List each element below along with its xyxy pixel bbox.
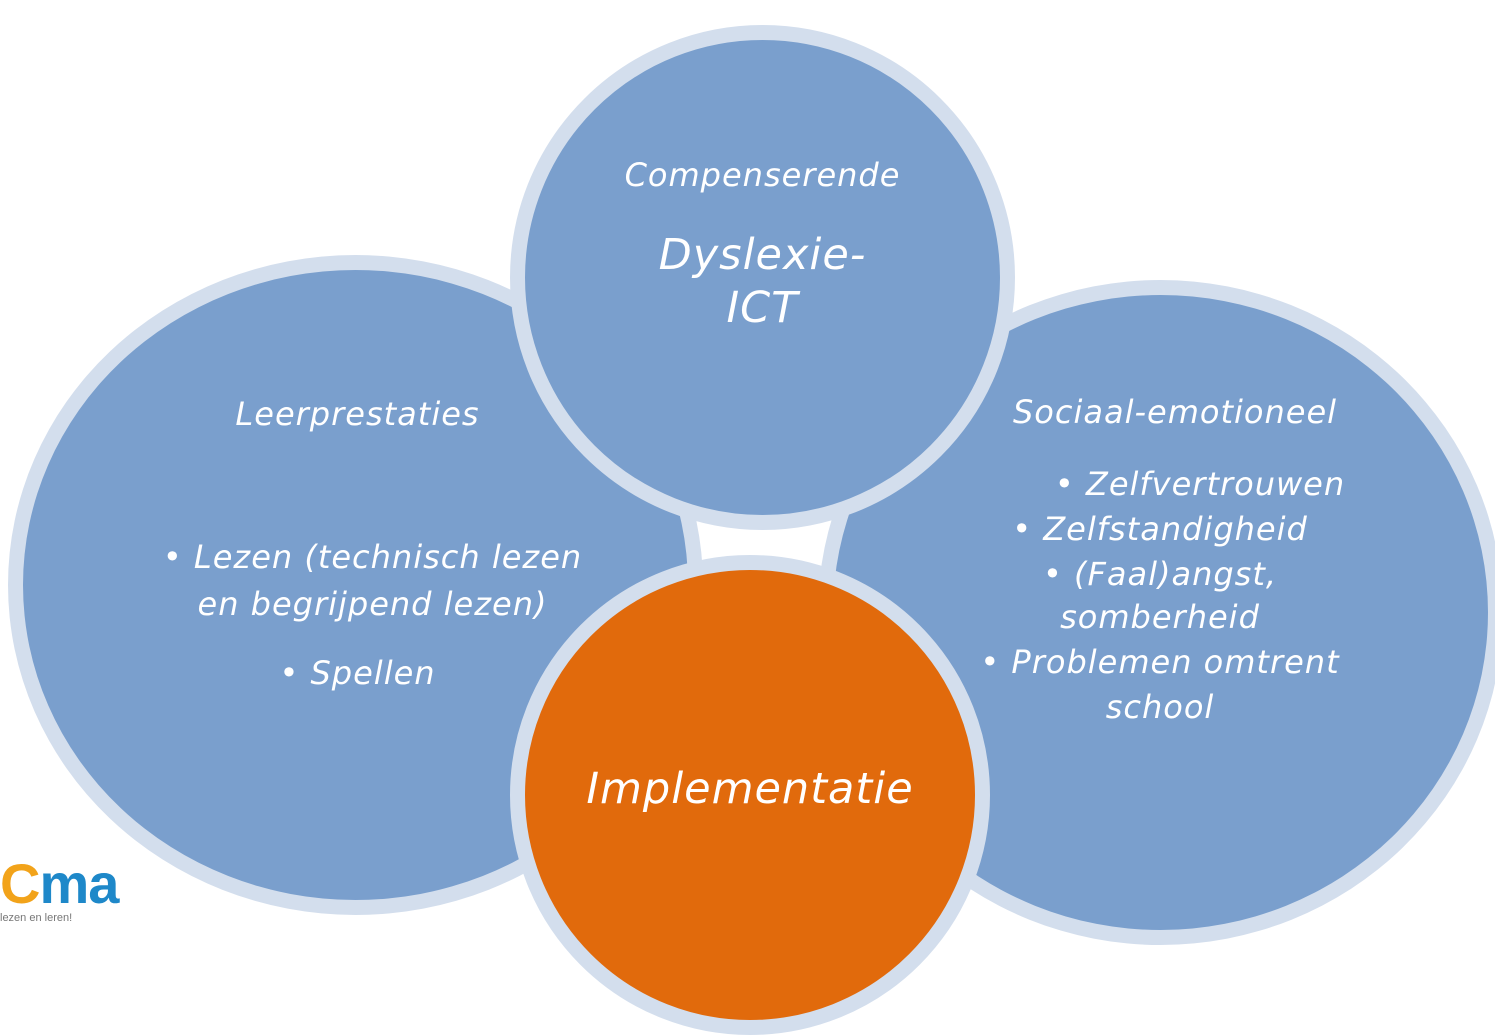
top-circle-title-line1: Dyslexie- (658, 230, 867, 280)
right-circle-item: school (1105, 688, 1215, 726)
left-circle-heading: Leerprestaties (235, 395, 480, 433)
logo: Cma (0, 856, 119, 912)
center-circle-label: Implementatie (586, 764, 914, 814)
right-circle-item: somberheid (1060, 598, 1260, 636)
top-circle-title-line2: ICT (726, 283, 799, 333)
logo-mark-accent: C (0, 852, 40, 915)
left-circle-item: • Spellen (279, 654, 436, 692)
logo-tagline: lezen en leren! (0, 912, 73, 924)
logo-mark-text: ma (39, 852, 119, 915)
right-circle-item: • Zelfvertrouwen (1054, 465, 1346, 503)
implementation-circle (510, 555, 990, 1035)
right-circle-item: • Zelfstandigheid (1012, 510, 1308, 548)
right-circle-item: • (Faal)angst, (1042, 555, 1278, 593)
right-circle-heading: Sociaal-emotioneel (1012, 393, 1338, 431)
left-circle-item: • Lezen (technisch lezen (162, 538, 583, 576)
left-circle-item: en begrijpend lezen) (197, 585, 548, 623)
top-circle-heading: Compenserende (624, 156, 901, 194)
right-circle-item: • Problemen omtrent (980, 643, 1340, 681)
